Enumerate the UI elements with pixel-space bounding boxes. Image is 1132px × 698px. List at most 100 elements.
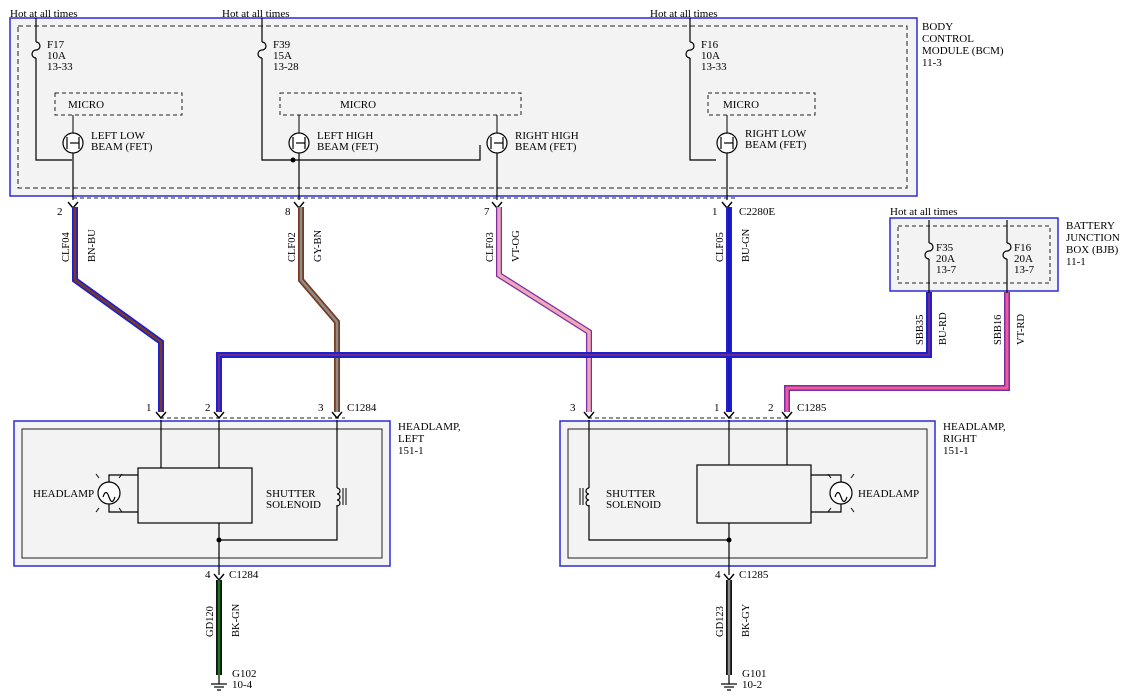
hl-left-headlamp-label: HEADLAMP [33,488,94,500]
svg-text:CLF02: CLF02 [287,232,298,262]
hl-left-solenoid-label: SHUTTER SOLENOID [266,488,321,511]
svg-text:10-2: 10-2 [742,679,762,691]
hl-right-solenoid-label: SHUTTER SOLENOID [606,488,661,511]
svg-text:G101: G101 [742,668,766,680]
svg-text:151-1: 151-1 [398,445,424,457]
svg-text:CLF03: CLF03 [485,232,496,262]
hl-left-pin-3: 3 [318,402,324,414]
svg-text:CLF04: CLF04 [61,231,72,262]
fuse-f16-bcm: F16 10A 13-33 [685,18,727,161]
svg-text:10A: 10A [701,50,720,62]
svg-text:CLF05: CLF05 [715,232,726,262]
bcm-pin-2: 2 [57,206,63,218]
micro-box-center: MICRO [279,92,522,116]
svg-text:HEADLAMP,: HEADLAMP, [943,421,1006,433]
ground-g101-icon [721,675,737,691]
hl-left-ground-pin: 4 [205,569,211,581]
svg-text:BODY: BODY [922,21,953,33]
svg-text:LEFT: LEFT [398,433,425,445]
svg-text:RIGHT: RIGHT [943,433,977,445]
bjb-hot-label: Hot at all times [890,206,958,218]
ground-g102-icon [211,675,227,691]
headlamp-left-label: HEADLAMP, LEFT 151-1 [398,421,461,457]
label-clf03: CLF03 VT-OG [485,230,522,262]
svg-text:VT-RD: VT-RD [1016,313,1027,345]
label-sbb35: SBB35 BU-RD [915,312,949,345]
hl-left-pin-1: 1 [146,402,152,414]
svg-text:13-7: 13-7 [1014,264,1035,276]
bcm-pin-8: 8 [285,206,291,218]
svg-text:20A: 20A [1014,253,1033,265]
svg-text:BOX (BJB): BOX (BJB) [1066,244,1119,256]
svg-text:BEAM (FET): BEAM (FET) [91,141,153,153]
svg-text:MICRO: MICRO [340,99,376,111]
svg-text:F39: F39 [273,39,291,51]
svg-text:10A: 10A [47,50,66,62]
headlamp-right-arrows [583,411,793,419]
wire-clf02 [298,207,340,412]
fet-left-high: LEFT HIGH BEAM (FET) [288,115,379,200]
headlamp-left-arrows [155,411,343,419]
svg-text:151-1: 151-1 [943,445,969,457]
fuse-f39: F39 15A 13-28 [257,18,481,161]
svg-text:BK-GY: BK-GY [741,603,752,637]
solenoid-right-icon [579,487,590,507]
headlamp-right-label: HEADLAMP, RIGHT 151-1 [943,421,1006,457]
svg-text:13-7: 13-7 [936,264,957,276]
bcm-label: BODY CONTROL MODULE (BCM) 11-3 [922,21,1004,69]
hl-left-ground-connector: C1284 [229,569,259,581]
bcm-pin-1: 1 [712,206,718,218]
svg-text:LEFT LOW: LEFT LOW [91,130,145,142]
solenoid-left-icon [336,487,347,507]
bjb-label: BATTERY JUNCTION BOX (BJB) 11-1 [1066,220,1120,268]
label-clf02: CLF02 GY-BN [287,229,324,262]
svg-text:HEADLAMP,: HEADLAMP, [398,421,461,433]
headlamp-bulb-left-icon [95,473,123,513]
micro-box-left: MICRO [54,92,183,116]
svg-text:F16: F16 [1014,242,1032,254]
hl-left-pin-2: 2 [205,402,211,414]
hl-right-headlamp-label: HEADLAMP [858,488,919,500]
svg-text:SBB16: SBB16 [993,315,1004,345]
fuse-f17: F17 10A 13-33 [31,18,73,161]
svg-text:JUNCTION: JUNCTION [1066,232,1120,244]
svg-text:13-28: 13-28 [273,61,299,73]
label-clf05: CLF05 BU-GN [715,228,752,262]
svg-text:RIGHT LOW: RIGHT LOW [745,128,807,140]
bcm-connector-label: C2280E [739,206,775,218]
headlamp-left-internals [108,420,338,575]
label-sbb16: SBB16 VT-RD [993,313,1027,345]
svg-text:13-33: 13-33 [701,61,727,73]
svg-text:SBB35: SBB35 [915,315,926,345]
wire-clf04 [72,207,164,412]
svg-text:BATTERY: BATTERY [1066,220,1115,232]
hl-right-ground-pin: 4 [715,569,721,581]
svg-text:SHUTTER: SHUTTER [266,488,316,500]
fet-right-high: RIGHT HIGH BEAM (FET) [486,115,579,200]
svg-text:BU-RD: BU-RD [938,312,949,345]
fet-left-low: LEFT LOW BEAM (FET) [62,115,153,200]
hl-right-pin-1: 1 [714,402,720,414]
ground-g101-label: G101 10-2 [742,668,766,691]
fet-right-low: RIGHT LOW BEAM (FET) [716,115,807,200]
label-gd123: GD123 BK-GY [715,603,752,637]
hl-right-connector: C1285 [797,402,827,414]
svg-text:BEAM (FET): BEAM (FET) [317,141,379,153]
hl-right-ground-connector: C1285 [739,569,769,581]
svg-text:VT-OG: VT-OG [511,230,522,262]
bcm-module [9,17,918,197]
svg-text:BK-GN: BK-GN [231,603,242,637]
hot-label-f17: Hot at all times [10,8,78,20]
svg-text:BU-GN: BU-GN [741,228,752,262]
svg-text:GD123: GD123 [715,606,726,637]
hot-label-f39: Hot at all times [222,8,290,20]
svg-text:G102: G102 [232,668,256,680]
wire-sbb16 [784,292,1010,412]
svg-text:SOLENOID: SOLENOID [606,499,661,511]
svg-text:GY-BN: GY-BN [313,229,324,262]
svg-text:13-33: 13-33 [47,61,73,73]
hl-left-connector: C1284 [347,402,377,414]
svg-text:BEAM (FET): BEAM (FET) [515,141,577,153]
bjb-module [889,217,1059,292]
